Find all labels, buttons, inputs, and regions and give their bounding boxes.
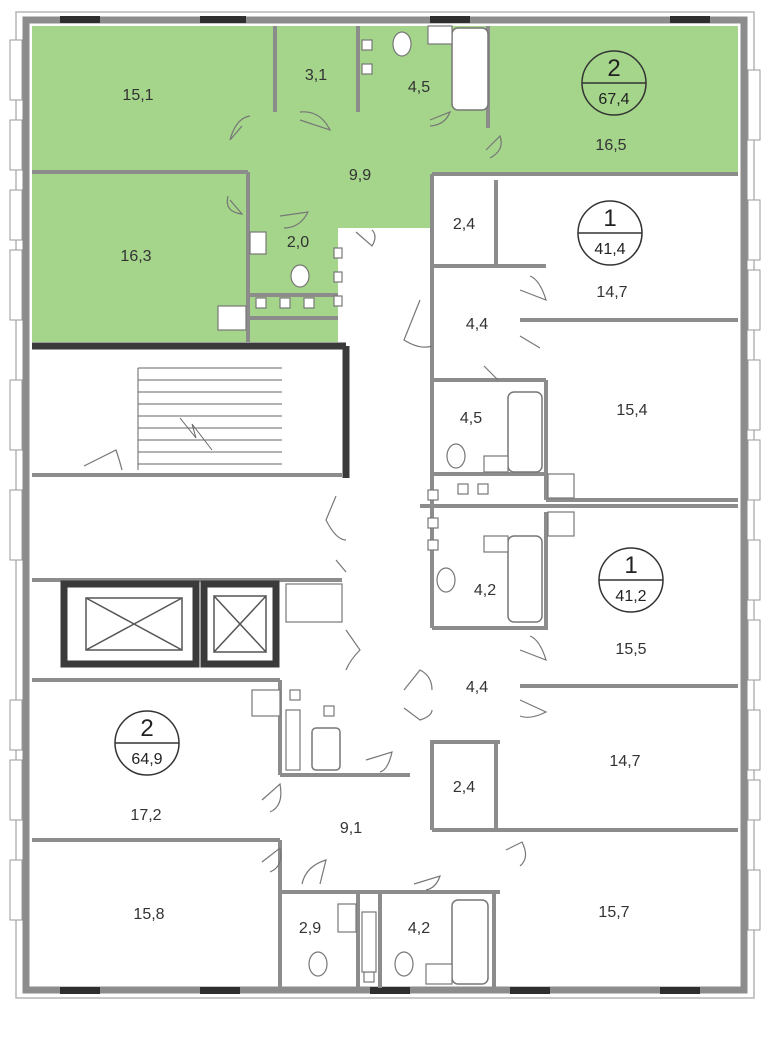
room-area: 4,4: [466, 316, 488, 333]
core-walls: [32, 342, 350, 668]
room-area: 17,2: [130, 807, 161, 824]
lift-shafts: [85, 595, 267, 653]
apartment-badge[interactable]: 1 41,2: [598, 547, 664, 613]
apartment-rooms: 1: [603, 205, 616, 232]
room-area: 15,5: [615, 641, 646, 658]
room-area: 15,7: [598, 904, 629, 921]
apartment-badge[interactable]: 2 67,4: [581, 50, 647, 116]
room-area: 16,5: [595, 137, 626, 154]
doors: [83, 110, 548, 891]
room-area: 2,4: [453, 779, 475, 796]
sinks: [217, 25, 575, 985]
room-area: 16,3: [120, 248, 151, 265]
room-area: 4,5: [408, 79, 430, 96]
stairs: [137, 367, 282, 470]
apartment-rooms: 1: [624, 552, 637, 579]
room-area: 4,2: [408, 920, 430, 937]
apartment-rooms: 2: [140, 715, 153, 742]
highlighted-apartment[interactable]: [32, 26, 738, 342]
apartment-rooms: 2: [607, 55, 620, 82]
apartment-area: 41,2: [615, 588, 646, 605]
room-area: 2,9: [299, 920, 321, 937]
room-labels: 15,1 3,1 4,5 16,5 9,9 16,3 2,0 2,4 14,7 …: [120, 67, 647, 937]
windows: [60, 16, 710, 994]
apartment-area: 41,4: [594, 241, 625, 258]
room-area: 4,2: [474, 582, 496, 599]
room-area: 2,0: [287, 234, 309, 251]
apartment-area: 64,9: [131, 751, 162, 768]
interior-walls: [32, 26, 738, 988]
bathtubs: [311, 27, 543, 985]
room-area: 9,9: [349, 167, 371, 184]
room-area: 4,4: [466, 679, 488, 696]
room-area: 4,5: [460, 410, 482, 427]
room-area: 14,7: [596, 284, 627, 301]
side-window-frames: [9, 39, 761, 931]
room-area: 15,8: [133, 906, 164, 923]
apartment-badge[interactable]: 1 41,4: [577, 200, 643, 266]
room-area: 3,1: [305, 67, 327, 84]
room-area: 14,7: [609, 753, 640, 770]
room-area: 15,1: [122, 87, 153, 104]
toilets: [290, 31, 466, 977]
utility-shafts: [255, 39, 489, 983]
highlighted-apartment-fill: [32, 26, 738, 342]
apartment-badge[interactable]: 2 64,9: [114, 710, 180, 776]
room-area: 9,1: [340, 820, 362, 837]
room-area: 2,4: [453, 216, 475, 233]
room-area: 15,4: [616, 402, 647, 419]
apartment-area: 67,4: [598, 91, 629, 108]
